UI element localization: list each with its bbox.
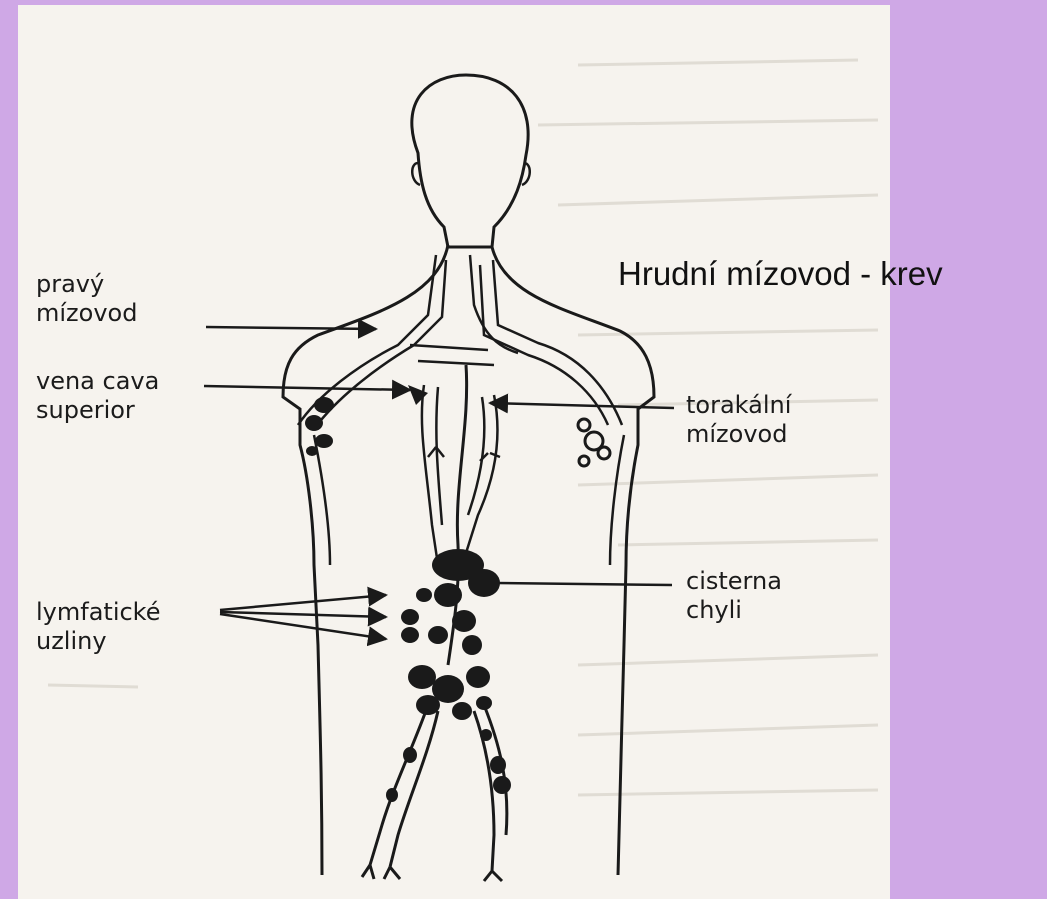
cisterna-chyli-mass <box>401 549 500 720</box>
label-vena-cava-superior: vena cava superior <box>36 367 159 425</box>
veins <box>298 255 622 565</box>
scanned-diagram: pravý mízovod vena cava superior torakál… <box>18 5 890 899</box>
label-thoracic-duct: torakální mízovod <box>686 391 791 449</box>
head-outline <box>412 75 528 247</box>
lymphatic-system-illustration <box>18 5 890 899</box>
torso-outline <box>283 245 448 875</box>
label-lymph-nodes: lymfatické uzliny <box>36 598 161 656</box>
label-right-lymphatic-duct: pravý mízovod <box>36 270 137 328</box>
axillary-nodes <box>305 397 334 456</box>
label-cisterna-chyli: cisterna chyli <box>686 567 782 625</box>
slide-caption: Hrudní mízovod - krev <box>618 255 943 293</box>
